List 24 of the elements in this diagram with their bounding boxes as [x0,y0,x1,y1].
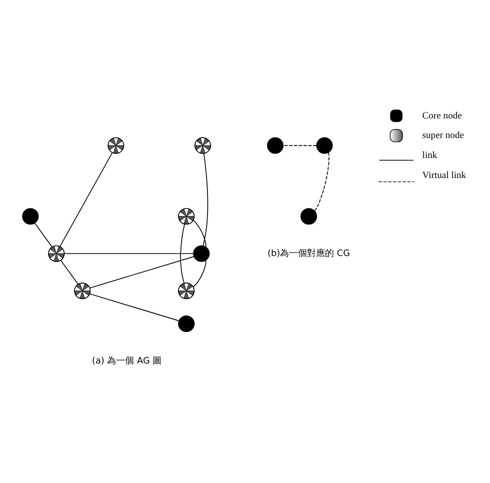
label: (a) 為一個 AG 圖 [92,356,162,366]
connector [89,256,194,288]
connector [192,219,206,248]
node-circle [193,244,210,262]
connector [60,152,113,246]
connector [34,222,52,247]
connector [180,223,185,284]
connector [282,144,317,146]
node-circle [300,208,318,224]
legend-label: super node [422,130,464,141]
node-circle [316,136,333,154]
legend-label: link [422,150,438,161]
connector [202,152,208,246]
legend-label: Virtual link [422,169,466,180]
connector [64,252,194,254]
connector [89,292,180,321]
connector [192,259,206,287]
node-circle [178,314,195,332]
node-circle [266,136,284,154]
connector [314,152,330,212]
legend-label: Core node [422,110,462,121]
label: (b)為一個對應的 CG [268,248,350,258]
connector [60,259,78,284]
node-circle [22,208,39,224]
